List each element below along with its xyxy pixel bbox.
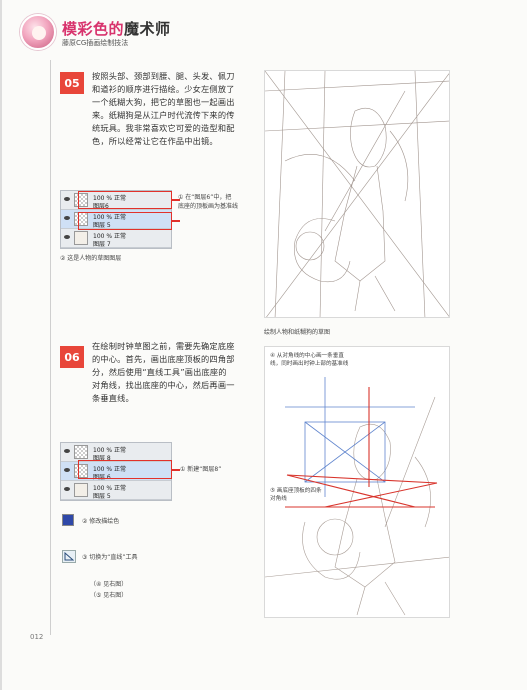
eye-icon[interactable] bbox=[64, 235, 70, 239]
step-05-note-1: ① 在“图层6”中，把 底座的顶板画为基准线 bbox=[178, 194, 239, 210]
step-05-badge: 05 bbox=[60, 72, 84, 94]
callout-line bbox=[172, 199, 180, 201]
step-06-note-5: （⑤ 见右图） bbox=[90, 592, 128, 599]
layer-thumbnail bbox=[74, 483, 88, 497]
layer-row[interactable]: 100 % 正常 图层 7 bbox=[61, 229, 171, 248]
highlight-box bbox=[78, 191, 172, 209]
layer-row[interactable]: 100 % 正常 图层 8 bbox=[61, 443, 171, 462]
step-06-note-3: ③ 切换为“直线”工具 bbox=[82, 554, 138, 561]
margin-rule bbox=[50, 60, 51, 635]
highlight-box bbox=[78, 460, 172, 479]
layer-thumbnail bbox=[74, 445, 88, 459]
eye-icon[interactable] bbox=[64, 449, 70, 453]
sketch-artwork-1 bbox=[264, 70, 450, 318]
header: 模彩色的魔术师 藤原CG插画绘制技法 bbox=[20, 14, 220, 54]
eye-icon[interactable] bbox=[64, 216, 70, 220]
step-06-note-4: （④ 见右图） bbox=[90, 581, 128, 588]
step-05-text: 按照头部、颈部到腰、腿、头发、佩刀 和道衫的顺序进行描绘。少女左侧放了 一个纸糊… bbox=[92, 71, 235, 146]
brand-title: 模彩色的魔术师 bbox=[62, 20, 171, 38]
eye-icon[interactable] bbox=[64, 487, 70, 491]
artwork-2-note-4: ④ 从对角线的中心画一条垂直 线，同时画出时钟上部的基准线 bbox=[270, 353, 349, 367]
highlight-box bbox=[78, 212, 172, 230]
layer-thumbnail bbox=[74, 231, 88, 245]
character-sketch-image bbox=[265, 71, 449, 317]
line-tool-icon[interactable] bbox=[62, 550, 76, 563]
step-06-note-2: ② 修改描绘色 bbox=[82, 518, 120, 525]
callout-line bbox=[172, 220, 180, 222]
callout-line bbox=[172, 469, 180, 471]
clock-base-sketch-image bbox=[265, 377, 449, 616]
logo-avatar bbox=[20, 14, 56, 50]
step-06-note-1: ① 新建“图层8” bbox=[180, 466, 222, 473]
step-06-badge: 06 bbox=[60, 346, 84, 368]
draw-color-swatch[interactable] bbox=[62, 514, 74, 526]
brand-subtitle: 藤原CG插画绘制技法 bbox=[62, 39, 129, 47]
eye-icon[interactable] bbox=[64, 468, 70, 472]
page-number: 012 bbox=[30, 633, 44, 641]
step-05-note-2: ② 这是人物的草图图层 bbox=[60, 255, 122, 262]
layer-row[interactable]: 100 % 正常 图层 5 bbox=[61, 481, 171, 500]
eye-icon[interactable] bbox=[64, 197, 70, 201]
step-06-text: 在绘制时钟草图之前，需要先确定底座 的中心。首先，画出底座顶板的四角部 分，然后… bbox=[92, 341, 235, 403]
artwork-2-note-5: ⑤ 画底座顶板的四条 对角线 bbox=[270, 488, 322, 502]
step-05-layers-panel: 100 % 正常 图层6 100 % 正常 图层 5 100 % 正常 图层 7 bbox=[60, 190, 172, 249]
artwork-1-caption: 绘制人物和纸糊狗的草图 bbox=[264, 329, 331, 336]
sketch-artwork-2 bbox=[264, 346, 450, 618]
